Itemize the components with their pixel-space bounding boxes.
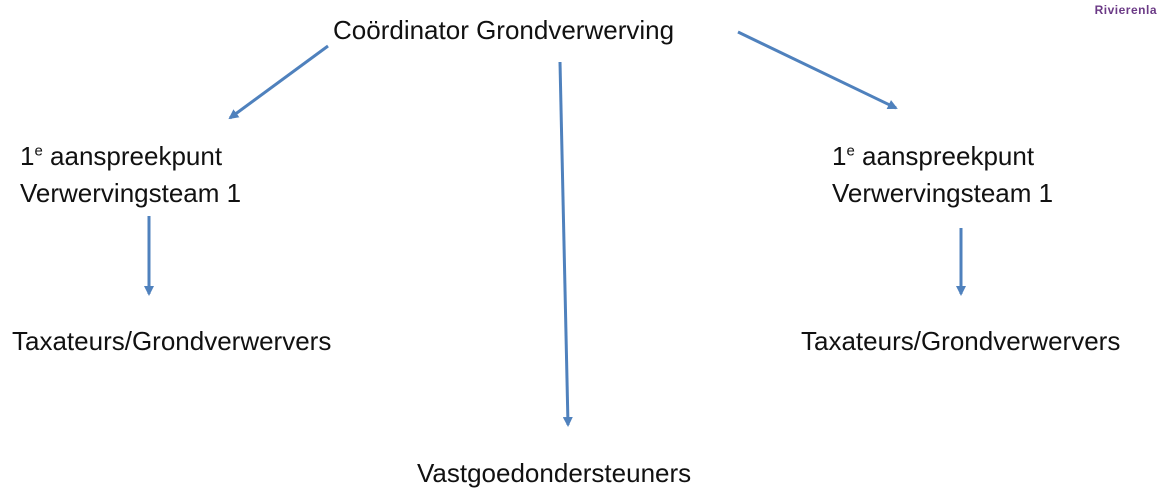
- right-contact-node: 1e aanspreekpunt: [832, 141, 1034, 171]
- right-appraisers-node: Taxateurs/Grondverwervers: [801, 326, 1121, 356]
- brand-logo-text: Rivierenla: [1094, 3, 1157, 17]
- arrow-coordinator-to-right-contact: [737, 30, 898, 110]
- left-contact-node: 1e aanspreekpunt: [20, 141, 222, 171]
- left-appraisers-node: Taxateurs/Grondverwervers: [12, 326, 332, 356]
- left-contact-ordinal: e: [34, 142, 43, 160]
- arrow-coordinator-to-left-contact: [228, 44, 329, 120]
- right-contact-label: aanspreekpunt: [854, 141, 1035, 171]
- right-contact-number: 1: [832, 141, 847, 171]
- right-contact-ordinal: e: [846, 142, 855, 160]
- right-team-label: Verwervingsteam 1: [832, 178, 1054, 208]
- left-contact-number: 1: [20, 141, 35, 171]
- left-contact-label: aanspreekpunt: [42, 141, 223, 171]
- left-team-label: Verwervingsteam 1: [20, 178, 242, 208]
- support-node: Vastgoedondersteuners: [417, 458, 692, 488]
- coordinator-node: Coördinator Grondverwerving: [333, 15, 675, 45]
- arrow-coordinator-to-support: [558, 61, 573, 427]
